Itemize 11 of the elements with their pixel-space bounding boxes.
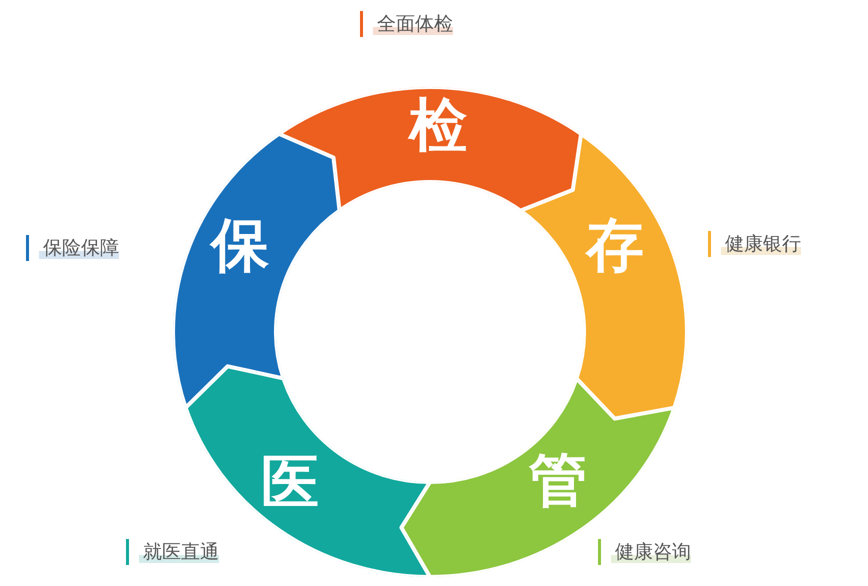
caption-label: 全面体检 — [360, 11, 453, 37]
segment-label: 检 — [409, 96, 467, 154]
segment-label: 管 — [529, 451, 587, 509]
ring-segment — [520, 133, 687, 419]
caption-label: 就医直通 — [126, 539, 219, 565]
segment-label: 存 — [586, 216, 644, 274]
caption-label: 健康银行 — [708, 231, 801, 257]
segment-label: 医 — [261, 453, 319, 511]
caption-label: 健康咨询 — [598, 539, 691, 565]
segment-label: 保 — [211, 216, 269, 274]
caption-label: 保险保障 — [26, 235, 119, 261]
